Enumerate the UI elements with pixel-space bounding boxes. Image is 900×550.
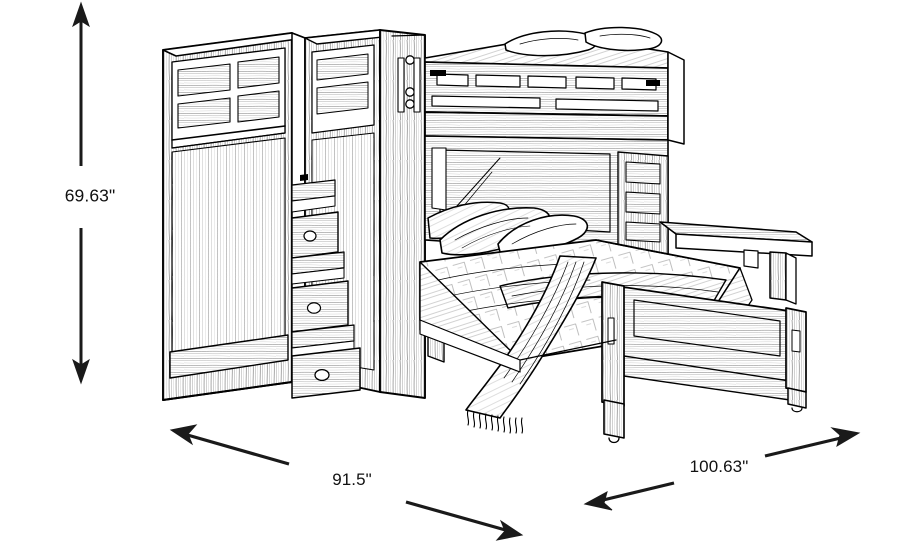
height-dimension-label: 69.63" — [64, 185, 116, 206]
fringed-throw-blanket — [465, 255, 597, 434]
bunk-pillows — [504, 26, 663, 57]
stair-treads — [291, 179, 361, 399]
side-shelf-rail — [659, 221, 813, 305]
width-dimension-label: 91.5" — [332, 470, 372, 489]
depth-dimension-arrow — [583, 427, 861, 511]
ladder-post — [379, 29, 426, 399]
depth-dimension-label: 100.63" — [689, 457, 749, 476]
wardrobe-panel-left — [162, 32, 306, 401]
width-dimension-arrow — [169, 424, 524, 541]
height-dimension-arrow — [72, 1, 90, 385]
stair-unit-with-drawers — [291, 29, 393, 399]
upper-loft-bunk — [424, 26, 685, 145]
